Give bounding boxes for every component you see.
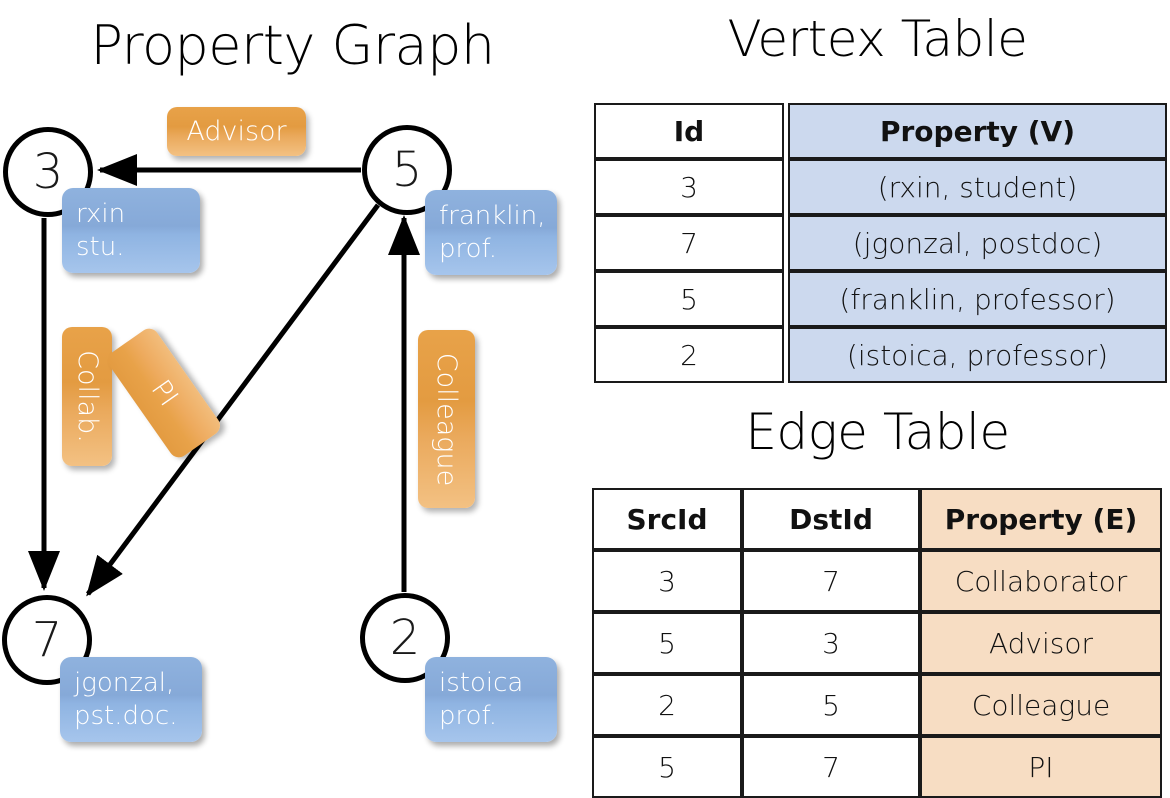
graph-edge-5-to-7 [85, 203, 381, 597]
graph-node-2[interactable]: 2 [360, 593, 450, 683]
vertex-table-header-property: Property (V) [788, 103, 1167, 159]
edge-cell-dstid: 3 [742, 612, 920, 674]
edge-cell-srcid: 3 [592, 550, 742, 612]
node-property-line-2: stu. [76, 231, 125, 262]
graph-node-5[interactable]: 5 [362, 125, 452, 215]
vertex-cell-property: (jgonzal, postdoc) [788, 215, 1167, 271]
page-title-property-graph: Property Graph [90, 14, 495, 77]
vertex-table: Id Property (V) 3 (rxin, student) 7 (jgo… [594, 103, 1167, 383]
node-property-line-2: pst.doc. [74, 700, 178, 731]
table-row[interactable]: 5 3 Advisor [592, 612, 1162, 674]
edge-cell-dstid: 7 [742, 550, 920, 612]
vertex-cell-id: 5 [594, 271, 784, 327]
vertex-cell-property: (franklin, professor) [788, 271, 1167, 327]
vertex-cell-id: 2 [594, 327, 784, 383]
vertex-cell-id: 3 [594, 159, 784, 215]
table-header-row: Id Property (V) [594, 103, 1167, 159]
node-property-line-2: prof. [439, 700, 498, 731]
edge-label-text: Colleague [431, 352, 462, 486]
edge-label-text: PI [144, 374, 184, 412]
edge-cell-srcid: 2 [592, 674, 742, 736]
slide-canvas: Property Graph Vertex Table Edge Table 3… [2, 10, 1167, 798]
vertex-cell-property: (rxin, student) [788, 159, 1167, 215]
edge-label-advisor: Advisor [167, 107, 306, 156]
edge-table-header-property: Property (E) [920, 488, 1162, 550]
edge-cell-srcid: 5 [592, 612, 742, 674]
node-property-line-1: istoica [439, 668, 524, 698]
edge-label-colleague: Colleague [418, 330, 475, 508]
page-title-edge-table: Edge Table [745, 403, 1010, 461]
node-property-line-1: jgonzal, [74, 668, 175, 698]
edge-table-header-srcid: SrcId [592, 488, 742, 550]
graph-edges-layer [28, 154, 420, 597]
node-property-box-3: rxin stu. [62, 188, 200, 273]
table-header-row: SrcId DstId Property (E) [592, 488, 1162, 550]
node-property-line-2: prof. [439, 233, 498, 264]
edge-cell-property: Advisor [920, 612, 1162, 674]
table-row[interactable]: 3 7 Collaborator [592, 550, 1162, 612]
node-property-box-2: istoica prof. [425, 657, 557, 742]
edge-cell-dstid: 7 [742, 736, 920, 798]
table-row[interactable]: 5 (franklin, professor) [594, 271, 1167, 327]
vertex-cell-property: (istoica, professor) [788, 327, 1167, 383]
edge-cell-dstid: 5 [742, 674, 920, 736]
edge-cell-srcid: 5 [592, 736, 742, 798]
table-row[interactable]: 2 5 Colleague [592, 674, 1162, 736]
edge-label-text: Collab. [71, 350, 103, 443]
node-property-box-5: franklin, prof. [425, 190, 557, 275]
edge-cell-property: PI [920, 736, 1162, 798]
table-row[interactable]: 3 (rxin, student) [594, 159, 1167, 215]
edge-label-collab: Collab. [62, 327, 112, 466]
vertex-cell-id: 7 [594, 215, 784, 271]
node-property-line-1: franklin, [439, 201, 546, 231]
vertex-table-header-id: Id [594, 103, 784, 159]
edge-table-header-dstid: DstId [742, 488, 920, 550]
table-row[interactable]: 2 (istoica, professor) [594, 327, 1167, 383]
table-row[interactable]: 7 (jgonzal, postdoc) [594, 215, 1167, 271]
node-property-box-7: jgonzal, pst.doc. [60, 657, 202, 742]
node-property-line-1: rxin [76, 199, 126, 229]
page-title-vertex-table: Vertex Table [727, 10, 1028, 68]
edge-cell-property: Collaborator [920, 550, 1162, 612]
edge-label-text: Advisor [186, 116, 287, 147]
table-row[interactable]: 5 7 PI [592, 736, 1162, 798]
edge-table: SrcId DstId Property (E) 3 7 Collaborato… [592, 488, 1162, 798]
edge-cell-property: Colleague [920, 674, 1162, 736]
